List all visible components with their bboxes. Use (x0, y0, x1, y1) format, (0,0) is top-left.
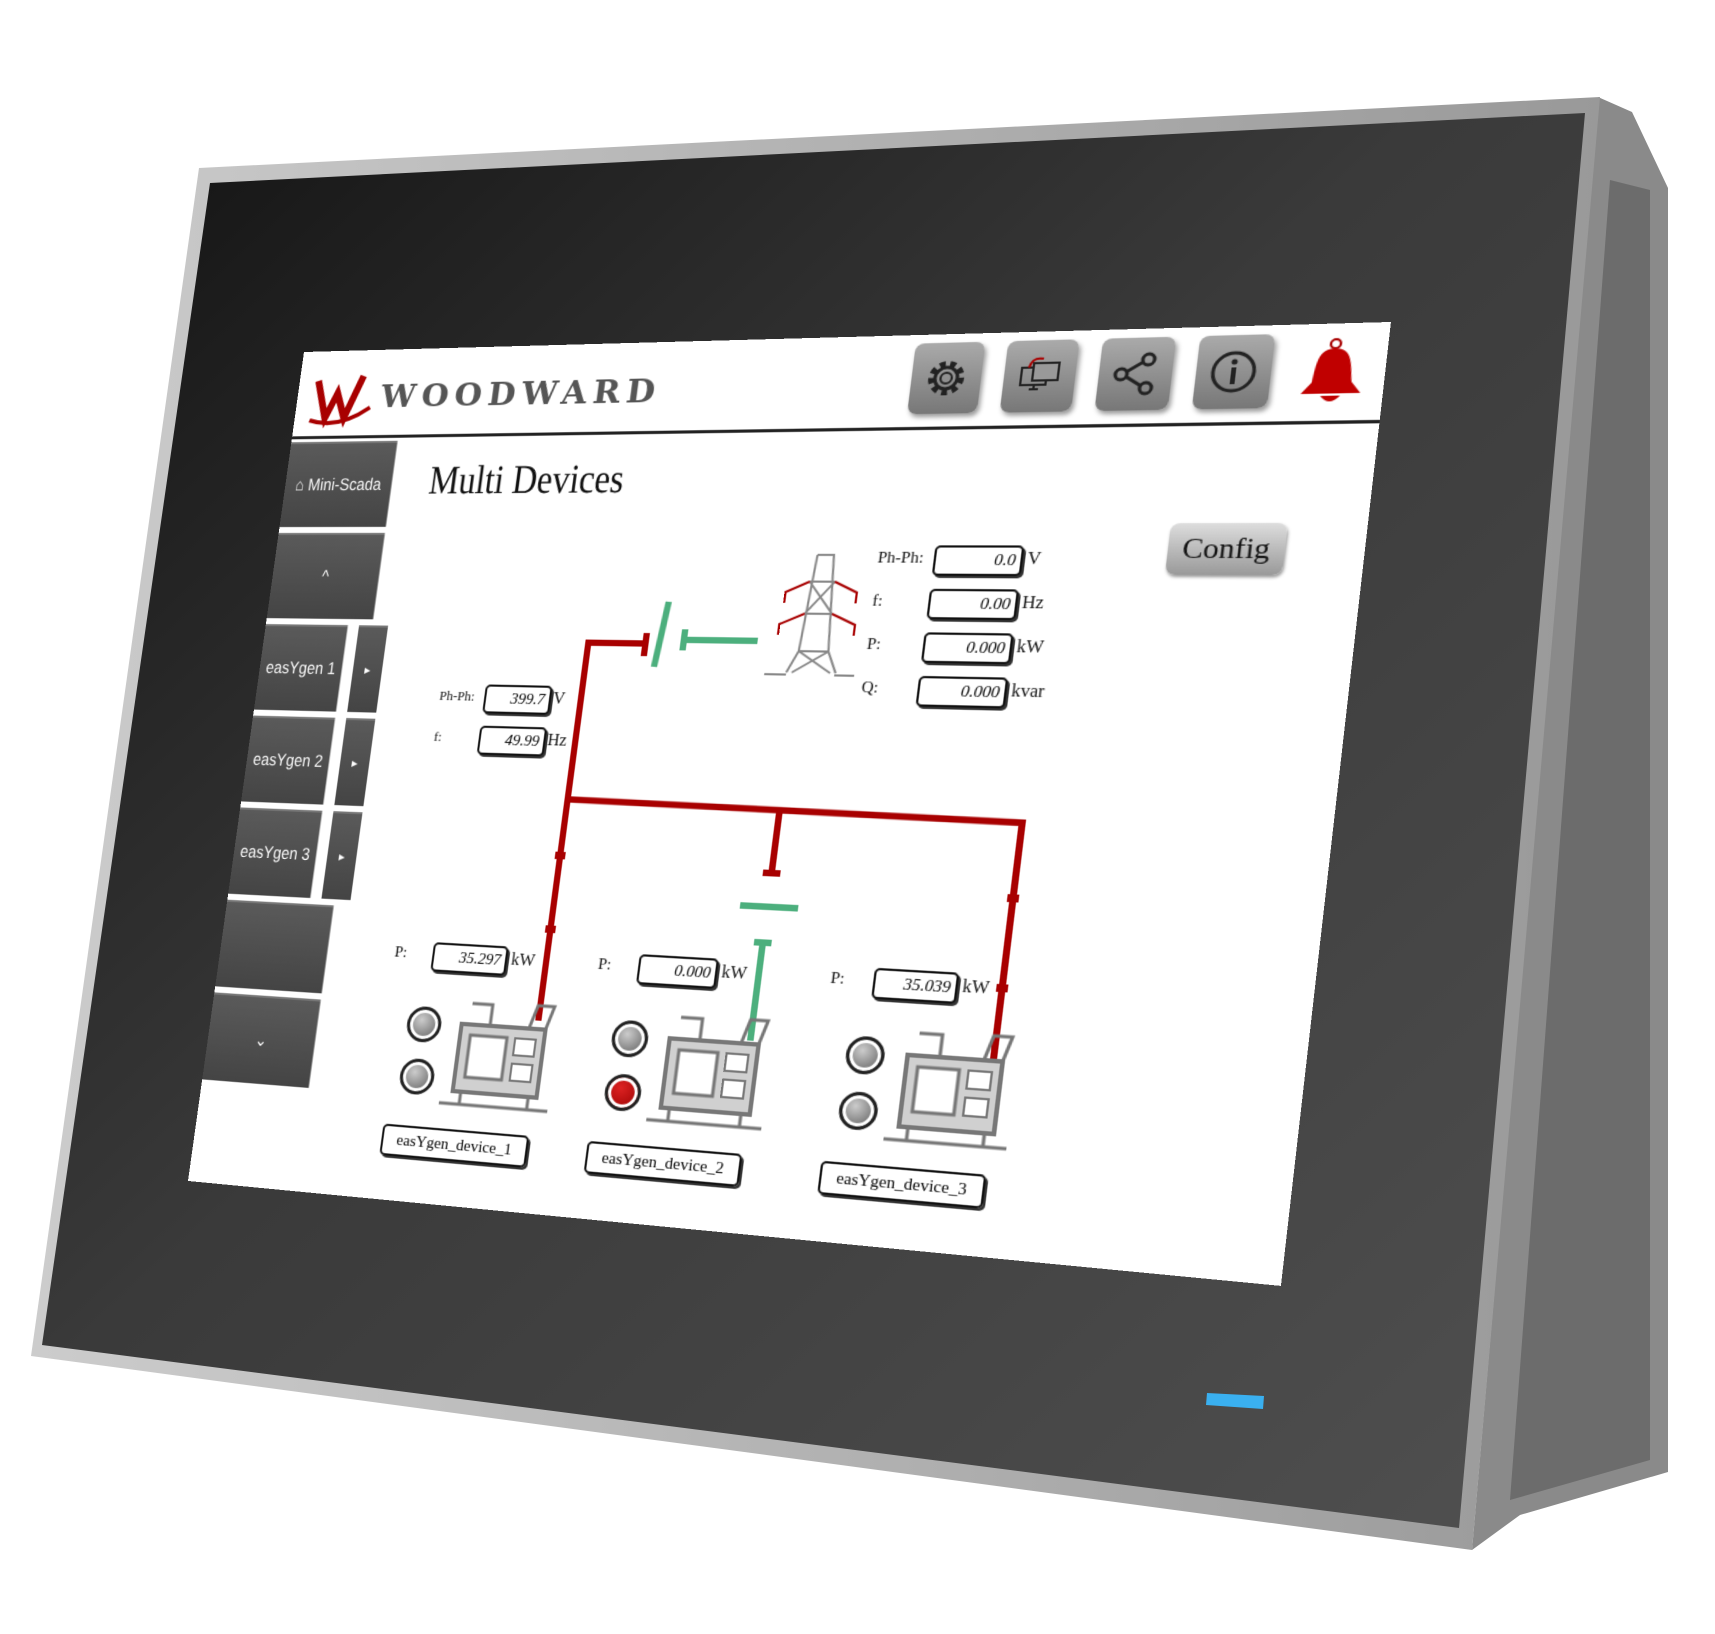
grid-power-label: P: (865, 635, 883, 654)
generator-name: easYgen_device_2 (583, 1140, 743, 1187)
alarm-indicator[interactable] (836, 1090, 880, 1132)
generator-1[interactable]: P: 35.297 kW easYgen_device_1 (364, 940, 600, 1198)
grid-voltage-label: Ph-Ph: (876, 549, 925, 568)
mains-breaker[interactable] (568, 601, 763, 805)
gen-power-label: P: (597, 956, 613, 974)
generator-icon (437, 994, 566, 1129)
status-led (1206, 1393, 1264, 1409)
grid-frequency-unit: Hz (1021, 593, 1045, 613)
gen-power-unit: kW (961, 977, 991, 999)
grid-power-unit: kW (1015, 637, 1045, 658)
generator-name: easYgen_device_3 (817, 1160, 987, 1209)
start-button[interactable] (609, 1019, 651, 1059)
grid-reactive-label: Q: (860, 679, 880, 697)
generator-2[interactable]: P: 0.000 kW easYgen_device_2 (568, 952, 816, 1218)
gen-power-value: 0.000 (635, 954, 720, 989)
bus-frequency-unit: Hz (546, 731, 568, 750)
bus-frequency-value: 49.99 (476, 725, 548, 757)
hmi-screen: WOODWARD ⌂ Mini-Scada ^ easYgen 1 ▸ easY… (187, 321, 1391, 1286)
grid-power-value: 0.000 (920, 632, 1014, 665)
start-button[interactable] (404, 1005, 444, 1044)
grid-reactive-unit: kvar (1010, 682, 1046, 702)
generator-icon (881, 1023, 1025, 1168)
gen-power-label: P: (393, 944, 409, 962)
gen-power-value: 35.297 (430, 942, 509, 976)
start-button[interactable] (843, 1035, 887, 1076)
alarm-indicator[interactable] (602, 1072, 644, 1113)
gen-power-value: 35.039 (871, 967, 960, 1004)
grid-reactive-value: 0.000 (915, 675, 1009, 709)
bus-voltage-value: 399.7 (482, 684, 553, 715)
gen-power-label: P: (829, 969, 846, 989)
generator-icon (644, 1007, 780, 1147)
generator-name: easYgen_device_1 (379, 1123, 530, 1168)
bus-voltage-unit: V (551, 690, 567, 708)
grid-tower-icon (764, 555, 869, 676)
gen-power-unit: kW (720, 963, 748, 984)
grid-frequency-value: 0.00 (926, 588, 1020, 621)
gen-power-unit: kW (510, 950, 537, 971)
grid-voltage-unit: V (1026, 549, 1043, 569)
alarm-indicator[interactable] (397, 1057, 437, 1096)
generator-3[interactable]: P: 35.039 kW easYgen_device_3 (800, 965, 1062, 1241)
device-side-inner (1510, 180, 1650, 1500)
grid-voltage-value: 0.0 (931, 545, 1025, 577)
bus-voltage-label: Ph-Ph: (438, 687, 476, 704)
